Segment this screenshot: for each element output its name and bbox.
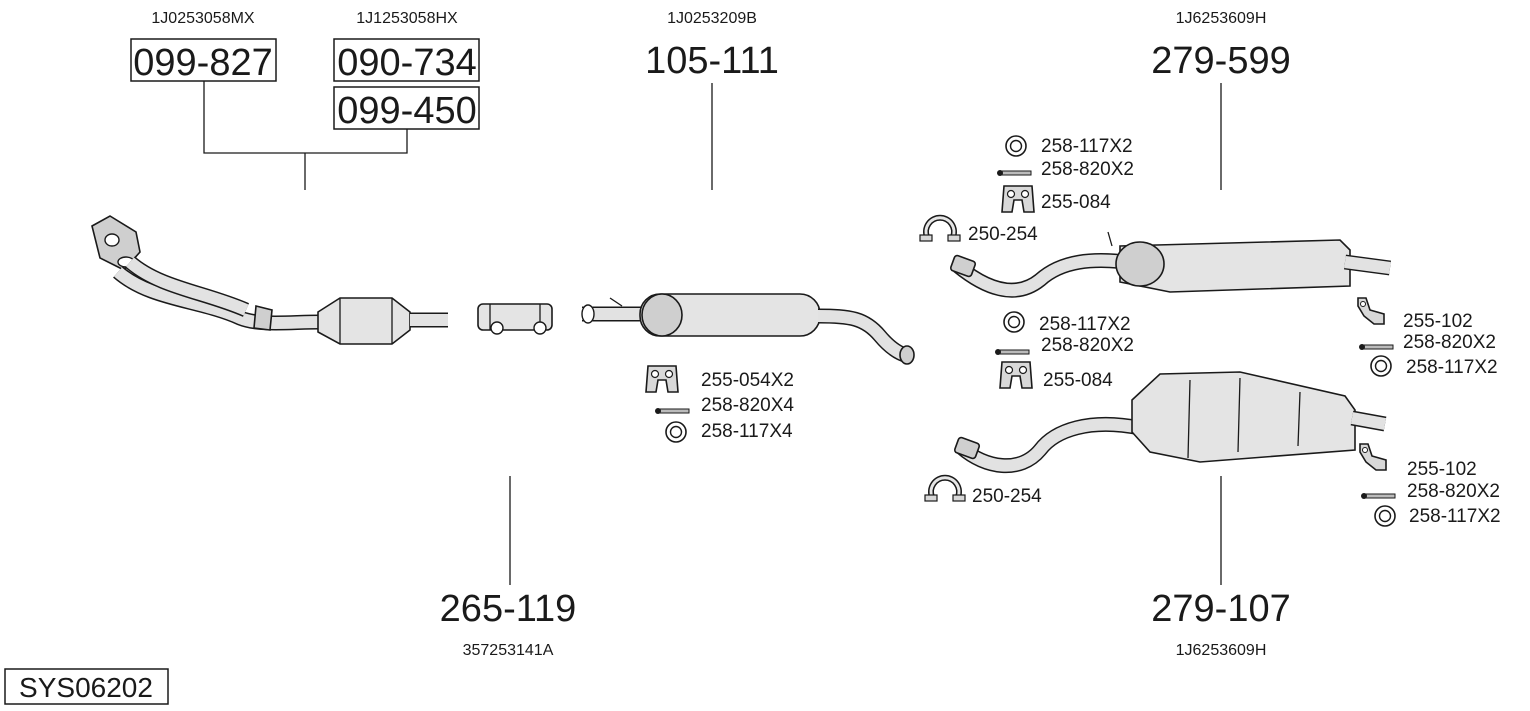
part-090-734[interactable]: 090-734 xyxy=(337,42,476,84)
bolt-icon xyxy=(1358,343,1394,351)
acc-255-102-lr[interactable]: 255-102 xyxy=(1407,459,1477,480)
acc-258-117X2-ll[interactable]: 258-117X2 xyxy=(1039,314,1131,335)
oem-090-734: 1J1253058HX xyxy=(356,10,458,27)
gasket-ring-icon xyxy=(665,421,687,443)
acc-258-820X4[interactable]: 258-820X4 xyxy=(701,395,794,416)
acc-255-084-ll[interactable]: 255-084 xyxy=(1043,370,1113,391)
acc-255-102-ur[interactable]: 255-102 xyxy=(1403,311,1473,332)
acc-258-117X2-ul[interactable]: 258-117X2 xyxy=(1041,136,1133,157)
connector-drawing[interactable] xyxy=(477,303,553,335)
rubber-hanger-icon xyxy=(999,361,1033,389)
acc-258-820X2-ur[interactable]: 258-820X2 xyxy=(1403,332,1496,353)
oem-105-111: 1J0253209B xyxy=(667,10,757,27)
gasket-ring-icon xyxy=(1374,505,1396,527)
acc-255-054X2[interactable]: 255-054X2 xyxy=(701,370,794,391)
part-box-090-734 xyxy=(333,38,480,82)
acc-258-820X2-ul[interactable]: 258-820X2 xyxy=(1041,159,1134,180)
lower-rear-box-drawing[interactable] xyxy=(953,371,1387,473)
oem-279-107: 1J6253609H xyxy=(1176,642,1267,659)
rubber-hanger-icon xyxy=(645,365,679,393)
system-code: SYS06202 xyxy=(19,672,153,703)
rubber-hanger-icon xyxy=(1001,185,1035,213)
part-099-450[interactable]: 099-450 xyxy=(337,90,476,132)
system-code-box xyxy=(4,668,169,705)
bracket-icon xyxy=(1359,443,1387,471)
upper-rear-box-drawing[interactable] xyxy=(949,231,1391,298)
bolt-icon xyxy=(994,348,1030,356)
acc-258-117X2-lr[interactable]: 258-117X2 xyxy=(1409,506,1501,527)
front-box-drawing[interactable] xyxy=(581,293,915,365)
part-box-099-827 xyxy=(130,38,277,82)
gasket-ring-icon xyxy=(1005,135,1027,157)
acc-250-254-ll[interactable]: 250-254 xyxy=(972,486,1042,507)
acc-258-820X2-ll[interactable]: 258-820X2 xyxy=(1041,335,1134,356)
oem-279-599: 1J6253609H xyxy=(1176,10,1267,27)
acc-258-117X4[interactable]: 258-117X4 xyxy=(701,421,793,442)
part-279-599[interactable]: 279-599 xyxy=(1151,40,1290,82)
part-099-827[interactable]: 099-827 xyxy=(133,42,272,84)
oem-265-119: 357253141A xyxy=(463,642,554,659)
part-105-111[interactable]: 105-111 xyxy=(645,40,779,82)
pipe-clamp-icon xyxy=(920,218,960,241)
part-279-107[interactable]: 279-107 xyxy=(1151,588,1290,630)
bolt-icon xyxy=(654,407,690,415)
gasket-ring-icon xyxy=(1003,311,1025,333)
acc-255-084-ul[interactable]: 255-084 xyxy=(1041,192,1111,213)
acc-250-254-ul[interactable]: 250-254 xyxy=(968,224,1038,245)
leader-downpipe xyxy=(203,81,408,190)
part-265-119[interactable]: 265-119 xyxy=(440,588,577,630)
downpipe-drawing[interactable] xyxy=(91,215,448,345)
bracket-icon xyxy=(1357,297,1385,325)
gasket-ring-icon xyxy=(1370,355,1392,377)
acc-258-820X2-lr[interactable]: 258-820X2 xyxy=(1407,481,1500,502)
bolt-icon xyxy=(996,169,1032,177)
oem-099-827: 1J0253058MX xyxy=(151,10,255,27)
acc-258-117X2-ur[interactable]: 258-117X2 xyxy=(1406,357,1498,378)
pipe-clamp-icon xyxy=(925,478,965,501)
bolt-icon xyxy=(1360,492,1396,500)
